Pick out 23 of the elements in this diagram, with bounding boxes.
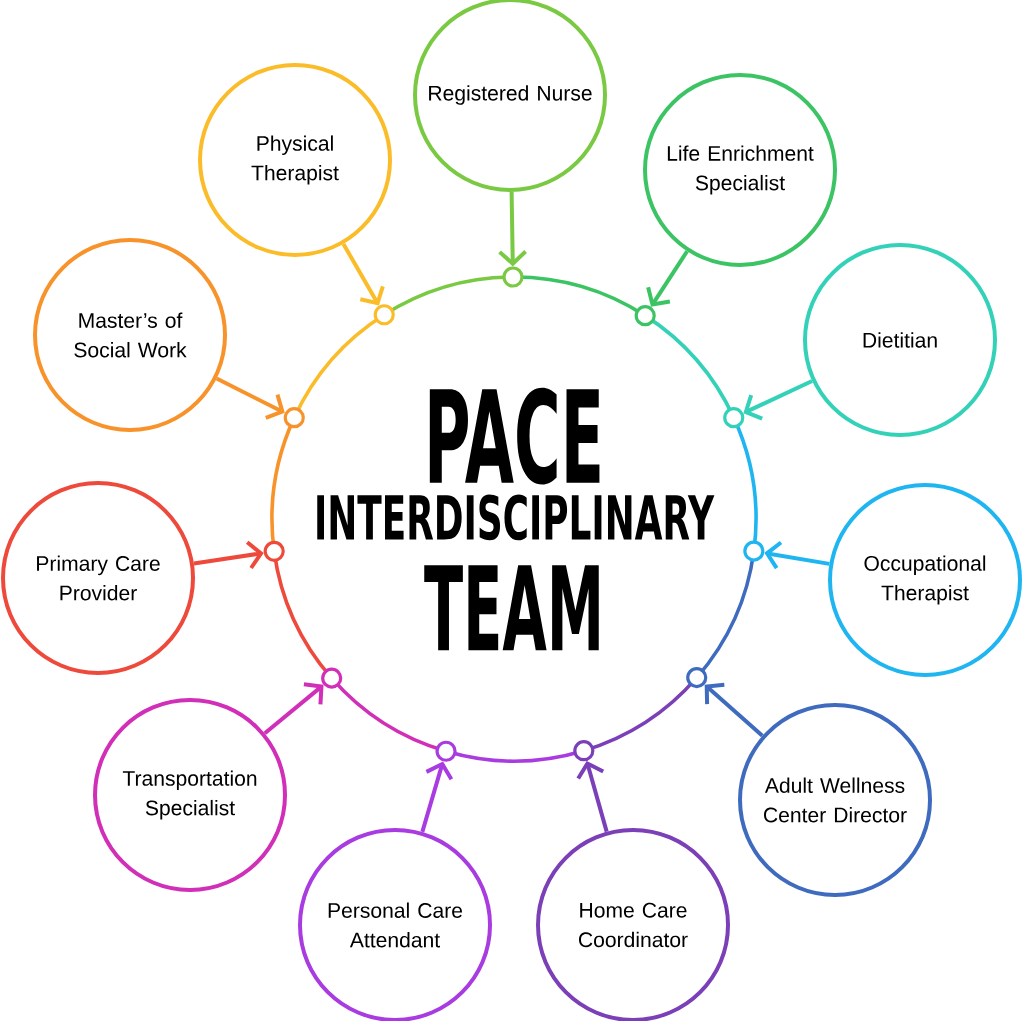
ring-dot <box>373 304 395 326</box>
title-text: PACE INTERDISCIPLINARY TEAM <box>317 387 715 651</box>
arrow <box>646 250 689 307</box>
ring-dot <box>321 667 343 689</box>
ring-dot <box>723 407 745 429</box>
arrow <box>743 379 813 421</box>
ring-dot <box>283 407 305 429</box>
arrow <box>193 540 264 570</box>
ring-dot <box>263 540 285 562</box>
arrow <box>420 761 454 833</box>
arrow <box>263 682 324 735</box>
ring-dot <box>686 667 708 689</box>
arrow <box>341 243 385 306</box>
arrow <box>215 376 285 420</box>
arrow <box>704 682 764 738</box>
arrow <box>498 191 527 267</box>
ring-dot <box>743 540 765 562</box>
ring-dot <box>573 740 595 762</box>
ring-dot <box>435 740 457 762</box>
arrow <box>764 540 830 570</box>
ring-dot <box>502 266 524 288</box>
arrow <box>576 760 609 833</box>
ring-dot <box>634 305 656 327</box>
